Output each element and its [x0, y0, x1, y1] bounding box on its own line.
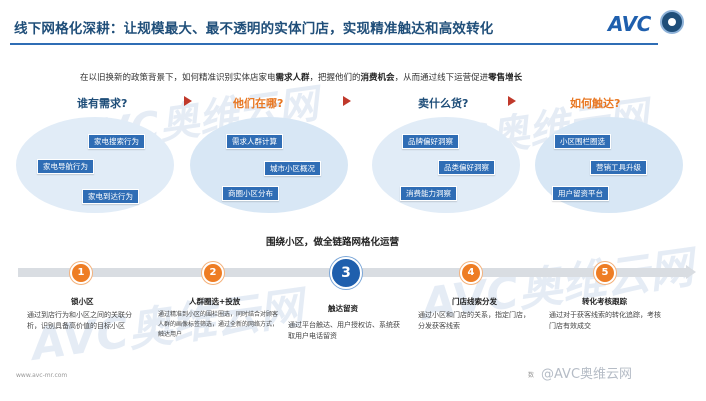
step-question-how: 如何触达?: [570, 97, 621, 110]
step-question-what: 卖什么货?: [418, 97, 469, 110]
logo-seal-icon: [660, 10, 684, 34]
step-question-who: 谁有需求?: [77, 97, 128, 110]
header: 线下网格化深耕：让规模最大、最不透明的实体门店，实现精准触达和高效转化 AVC: [0, 0, 706, 48]
page-title: 线下网格化深耕：让规模最大、最不透明的实体门店，实现精准触达和高效转化: [14, 21, 494, 37]
step-question-where: 他们在哪?: [233, 97, 284, 110]
tag-spending-power: 消费能力洞察: [400, 186, 457, 201]
timeline-desc-2: 通过精准到小区的围栏圈选，同时结合对顾客人群的画像标签筛选，通过全新的网络方式，…: [158, 311, 279, 338]
timeline-title-2: 人群圈选+投放: [189, 297, 241, 306]
tag-lead-platform: 用户留资平台: [552, 186, 609, 201]
title-divider: [10, 43, 658, 45]
timeline-desc-5: 通过对于获客线索的转化追踪，考核门店有效成交: [549, 311, 661, 330]
timeline-title-3: 触达留资: [328, 304, 358, 313]
chevron-right-icon: [343, 95, 355, 107]
chevron-right-icon: [184, 95, 196, 107]
tag-search-behavior: 家电搜索行为: [88, 134, 145, 149]
timeline-title-5: 转化考核跟踪: [582, 297, 627, 306]
timeline-node-4: 4: [460, 262, 482, 284]
source-credit: @AVC奥维云网: [541, 367, 633, 382]
tag-navigation-behavior: 家电导航行为: [37, 159, 94, 174]
tag-arrival-behavior: 家电到达行为: [82, 189, 139, 204]
tag-geofence: 小区围栏圈选: [554, 134, 611, 149]
timeline-desc-1: 通过到店行为和小区之间的关联分析，识别具备高价值的目标小区: [27, 311, 132, 330]
timeline-title-1: 锁小区: [71, 297, 94, 306]
tag-city-overview: 城市小区概况: [264, 161, 321, 176]
tag-demand-calc: 需求人群计算: [226, 134, 283, 149]
timeline-node-1: 1: [70, 262, 92, 284]
tag-brand-preference: 品牌偏好洞察: [402, 134, 459, 149]
section-title: 围绕小区，做全链路网格化运营: [266, 237, 400, 248]
footer-small-text: 数: [528, 372, 535, 379]
tag-district-distribution: 商圈小区分布: [222, 186, 279, 201]
timeline-node-5: 5: [594, 262, 616, 284]
tag-marketing-tools: 营销工具升级: [590, 160, 647, 175]
avc-logo: AVC: [608, 12, 651, 36]
tag-category-preference: 品类偏好洞察: [438, 160, 495, 175]
timeline-node-3: 3: [330, 257, 362, 289]
chevron-right-icon: [508, 95, 520, 107]
timeline-title-4: 门店线索分发: [452, 297, 497, 306]
timeline-desc-3: 通过平台触达、用户授权访、系统获取用户电话留资: [288, 321, 400, 340]
timeline-node-2: 2: [202, 262, 224, 284]
timeline-desc-4: 通过小区和门店的关系，指定门店，分发获客线索: [418, 311, 530, 330]
footer-url: www.avc-mr.com: [16, 372, 68, 379]
intro-text: 在以旧换新的政策背景下，如何精准识别实体店家电需求人群，把握他们的消费机会，从而…: [80, 73, 523, 83]
